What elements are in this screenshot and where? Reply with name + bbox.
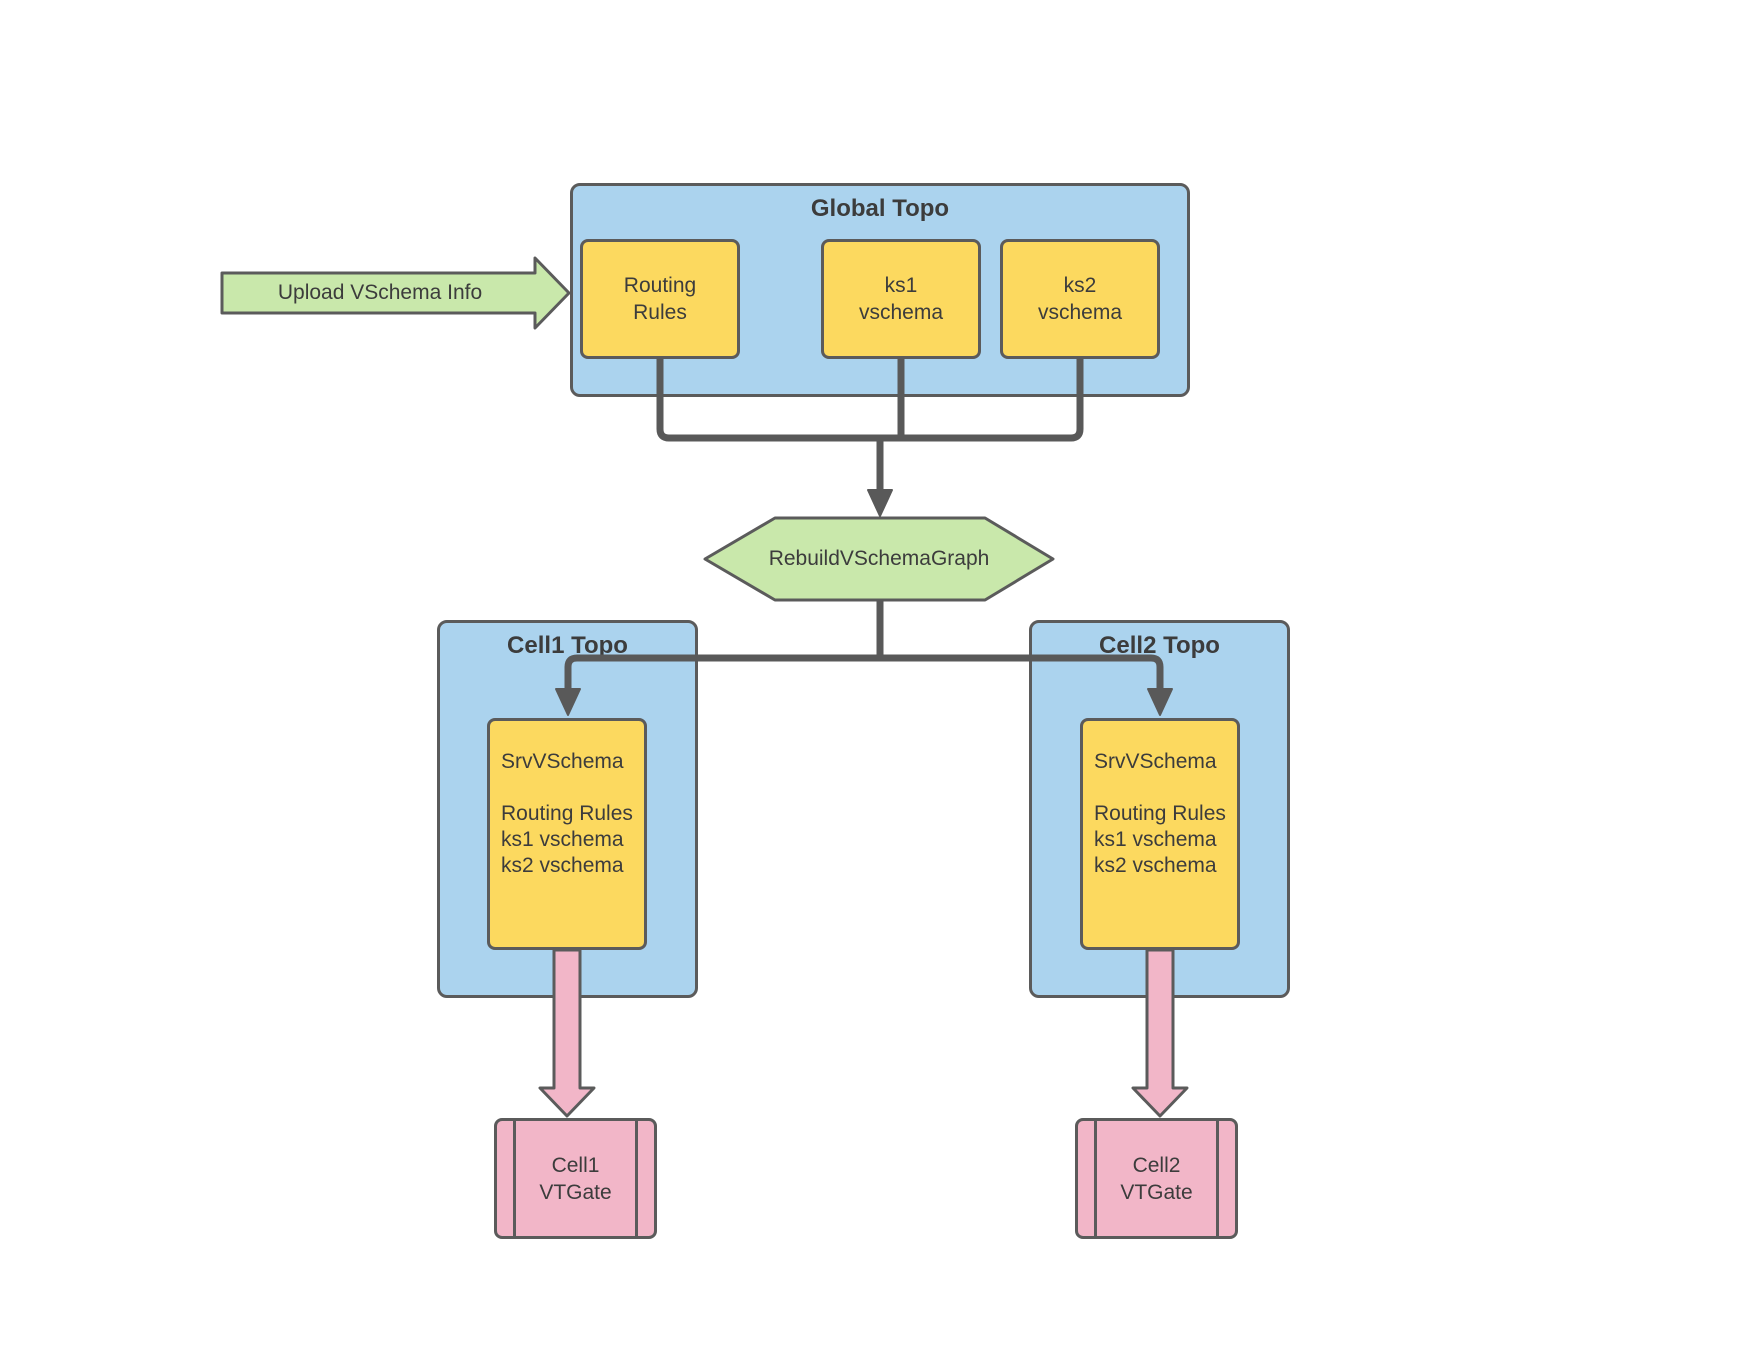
cell2-srvvschema-label: SrvVSchema Routing Rules ks1 vschema ks2… [1094,750,1226,877]
ks1-vschema-node: ks1 vschema [821,239,981,359]
cell1-vtgate-right-bar [635,1121,638,1236]
cell1-vtgate-node: Cell1 VTGate [494,1118,657,1239]
global-topo-title: Global Topo [810,195,950,222]
ks2-vschema-label: ks2 vschema [1037,274,1123,324]
ks2-vschema-node: ks2 vschema [1000,239,1160,359]
cell1-topo-title: Cell1 Topo [507,632,628,659]
cell2-vtgate-left-bar [1094,1121,1097,1236]
cell2-vtgate-label: Cell2 VTGate [1120,1153,1193,1204]
routing-rules-node: Routing Rules [580,239,740,359]
ks1-vschema-label: ks1 vschema [858,274,944,324]
arrowhead-into-rebuild [867,489,893,517]
cell2-vtgate-right-bar [1216,1121,1219,1236]
cell1-vtgate-left-bar [513,1121,516,1236]
routing-rules-label: Routing Rules [623,274,697,324]
cell1-srvvschema-node: SrvVSchema Routing Rules ks1 vschema ks2… [487,718,647,950]
cell2-topo-title: Cell2 Topo [1099,632,1220,659]
upload-arrow-label: Upload VSchema Info [277,281,483,304]
cell1-srvvschema-label: SrvVSchema Routing Rules ks1 vschema ks2… [501,750,633,877]
rebuild-hexagon-label: RebuildVSchemaGraph [768,547,990,570]
cell2-vtgate-node: Cell2 VTGate [1075,1118,1238,1239]
cell1-vtgate-label: Cell1 VTGate [539,1153,612,1204]
cell2-srvvschema-node: SrvVSchema Routing Rules ks1 vschema ks2… [1080,718,1240,950]
